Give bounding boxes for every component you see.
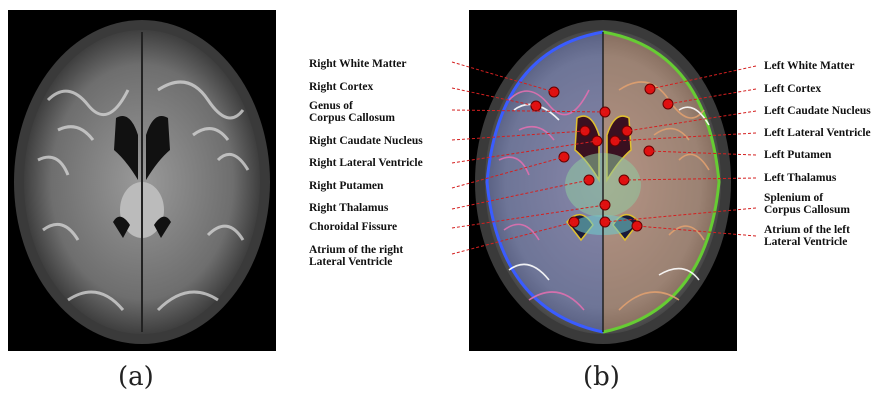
label-genus-corpus-callosum: Genus of Corpus Callosum [309,100,395,124]
label-left-cortex: Left Cortex [764,83,821,95]
label-right-putamen: Right Putamen [309,180,383,192]
label-left-thalamus: Left Thalamus [764,172,836,184]
label-left-caudate-nucleus: Left Caudate Nucleus [764,105,871,117]
label-choroidal-fissure: Choroidal Fissure [309,221,397,233]
label-left-lateral-ventricle: Left Lateral Ventricle [764,127,871,139]
label-left-atrium: Atrium of the left Lateral Ventricle [764,224,850,248]
label-left-putamen: Left Putamen [764,149,831,161]
label-right-cortex: Right Cortex [309,81,373,93]
label-left-white-matter: Left White Matter [764,60,854,72]
label-right-caudate-nucleus: Right Caudate Nucleus [309,135,423,147]
label-right-atrium: Atrium of the right Lateral Ventricle [309,244,403,268]
label-right-thalamus: Right Thalamus [309,202,388,214]
label-right-lateral-ventricle: Right Lateral Ventricle [309,157,423,169]
label-right-white-matter: Right White Matter [309,58,407,70]
label-splenium-corpus-callosum: Splenium of Corpus Callosum [764,192,850,216]
